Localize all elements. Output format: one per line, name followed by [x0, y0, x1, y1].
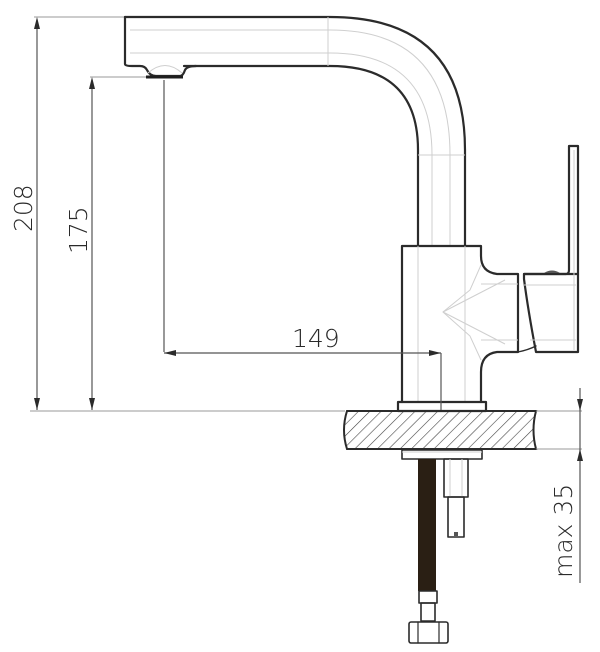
supply-hose [408, 459, 449, 644]
faucet-body [396, 244, 520, 413]
label-max-35: max 35 [549, 484, 578, 578]
dimension-spout-height: 175 [64, 76, 148, 410]
label-208: 208 [9, 184, 38, 232]
lever-handle [517, 144, 580, 354]
dimension-total-height: 208 [9, 16, 125, 410]
label-149: 149 [292, 324, 340, 353]
spout [123, 15, 467, 352]
mounting-hardware [401, 449, 483, 538]
countertop-section [343, 410, 582, 450]
dimension-spout-reach: 149 [164, 324, 442, 411]
dimension-mount-thickness: max 35 [549, 388, 583, 583]
label-175: 175 [64, 206, 93, 254]
